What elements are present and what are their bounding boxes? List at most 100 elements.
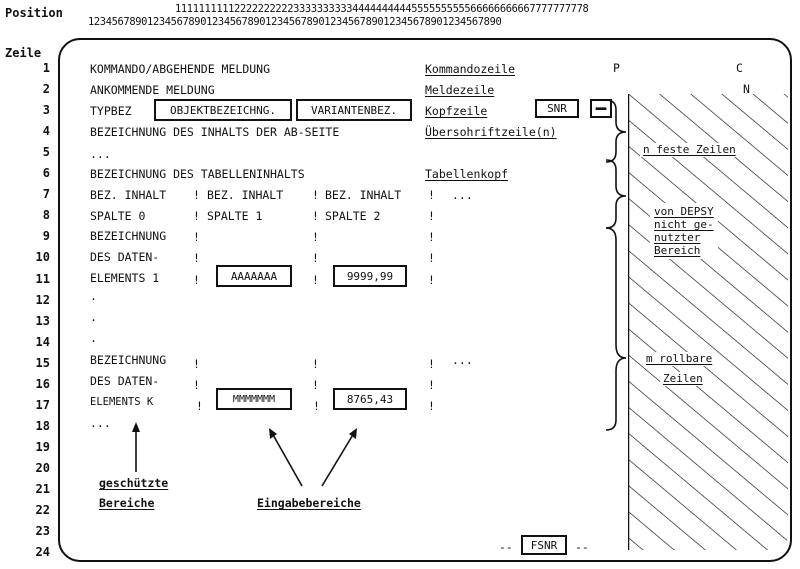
column-separator: ! (428, 398, 435, 413)
column-separator: ! (428, 230, 435, 245)
fsnr-dash-left: -- (499, 540, 513, 554)
ueberschriftzeile-label: Übersohriftzeile(n) (425, 125, 557, 139)
column-separator: ! (312, 230, 319, 245)
line-7-col2: BEZ. INHALT (325, 188, 402, 202)
p-marker: P (613, 61, 620, 75)
field-9999-99[interactable]: 9999,99 (333, 265, 407, 287)
objektbezeichnung-field[interactable]: OBJEKTBEZEICHNG. (154, 99, 292, 121)
column-separator: ! (312, 356, 319, 371)
kopfzeile-label: Kopfzeile (425, 104, 488, 118)
column-separator: ! (428, 377, 435, 392)
screen-frame (58, 38, 792, 562)
line-9-text: BEZEICHNUNG (90, 229, 167, 243)
column-separator: ! (312, 272, 319, 287)
line-7-more: ... (452, 188, 473, 202)
small-field[interactable]: ▬▬ (590, 99, 612, 118)
depsy-line-4: Bereich (654, 244, 701, 257)
row-number: 6 (42, 166, 50, 181)
ruler-tens: 1111111111222222222233333333334444444444… (175, 3, 589, 15)
line-11-text: ELEMENTS 1 (90, 271, 160, 285)
unused-area-hatch (628, 94, 788, 550)
line-13-dot: . (90, 310, 97, 324)
row-number: 22 (35, 503, 50, 518)
line-15-text: BEZEICHNUNG (90, 353, 167, 367)
depsy-note: von DEPSY nicht ge- nutzter Bereich (650, 203, 718, 259)
fsnr-field[interactable]: FSNR (521, 535, 567, 555)
line-6-text: BEZEICHNUNG DES TABELLENINHALTS (90, 167, 305, 181)
ruler-ones: 1234567890123456789012345678901234567890… (88, 16, 502, 28)
column-separator: ! (193, 377, 200, 392)
arrowhead-input-right (349, 428, 357, 439)
row-number: 15 (35, 355, 50, 370)
line-2-text: ANKOMMENDE MELDUNG (90, 83, 215, 97)
zeilen-note: Zeilen (660, 372, 706, 386)
row-number: 16 (35, 376, 50, 391)
brace-fixed-rows (605, 99, 627, 163)
line-8-col1: SPALTE 1 (207, 209, 263, 223)
column-separator: ! (428, 209, 435, 224)
n-marker: N (743, 82, 750, 96)
line-1-text: KOMMANDO/ABGEHENDE MELDUNG (90, 62, 271, 76)
line-5-text: ... (90, 147, 111, 161)
row-number: 10 (35, 250, 50, 265)
column-separator: ! (428, 272, 435, 287)
fsnr-dash-right: -- (575, 540, 589, 554)
line-10-text: DES DATEN- (90, 250, 160, 264)
brace-scroll-rows (605, 227, 627, 431)
row-number: 17 (35, 397, 50, 412)
variantenbez-field[interactable]: VARIANTENBEZ. (296, 99, 412, 121)
column-separator: ! (312, 251, 319, 266)
line-18-text: ... (90, 416, 111, 430)
snr-field[interactable]: SNR (535, 99, 579, 118)
arrow-input-left (271, 432, 303, 487)
row-number: 8 (42, 208, 50, 223)
arrow-input-right (321, 432, 355, 487)
row-number: 5 (42, 145, 50, 160)
row-number: 2 (42, 82, 50, 97)
column-separator: ! (193, 209, 200, 224)
brace-middle-rows (605, 159, 627, 229)
row-number: 1 (42, 61, 50, 75)
column-separator: ! (196, 398, 203, 413)
column-separator: ! (312, 209, 319, 224)
kommandozeile-label: Kommandozeile (425, 62, 516, 76)
tabellenkopf-label: Tabellenkopf (425, 167, 509, 181)
row-number: 12 (35, 292, 50, 307)
line-7-col0: BEZ. INHALT (90, 188, 167, 202)
line-15-more: ... (452, 353, 473, 367)
field-aaaaaaa[interactable]: AAAAAAA (216, 265, 292, 287)
column-separator: ! (428, 356, 435, 371)
depsy-line-3: nutzter (654, 231, 701, 244)
row-number: 13 (35, 313, 50, 328)
typbez-label: TYPBEZ (90, 104, 132, 118)
column-separator: ! (312, 377, 319, 392)
field-8765-43[interactable]: 8765,43 (333, 388, 407, 410)
column-separator: ! (193, 188, 200, 203)
row-number: 9 (42, 229, 50, 244)
row-number: 11 (35, 271, 50, 286)
depsy-line-1: von DEPSY (654, 205, 714, 218)
position-label: Position (5, 6, 63, 20)
column-separator: ! (312, 188, 319, 203)
arrowhead-input-left (269, 428, 277, 439)
geschuetzte-label-2: Bereiche (99, 496, 155, 510)
column-separator: ! (313, 398, 320, 413)
column-separator: ! (193, 251, 200, 266)
geschuetzte-label-1: geschützte (99, 476, 169, 490)
line-14-dot: . (90, 331, 97, 345)
line-12-dot: . (90, 289, 97, 303)
row-number: 4 (42, 124, 50, 139)
row-number: 24 (35, 545, 50, 560)
column-separator: ! (428, 251, 435, 266)
row-number: 14 (35, 334, 50, 349)
rollbare-note: m rollbare (643, 352, 716, 366)
column-separator: ! (193, 272, 200, 287)
meldezeile-label: Meldezeile (425, 83, 495, 97)
row-number: 7 (42, 187, 50, 202)
column-separator: ! (193, 230, 200, 245)
row-number: 21 (35, 482, 50, 496)
field-mmmmmmm[interactable]: MMMMMMM (216, 388, 292, 410)
column-separator: ! (193, 356, 200, 371)
line-7-col1: BEZ. INHALT (207, 188, 284, 202)
